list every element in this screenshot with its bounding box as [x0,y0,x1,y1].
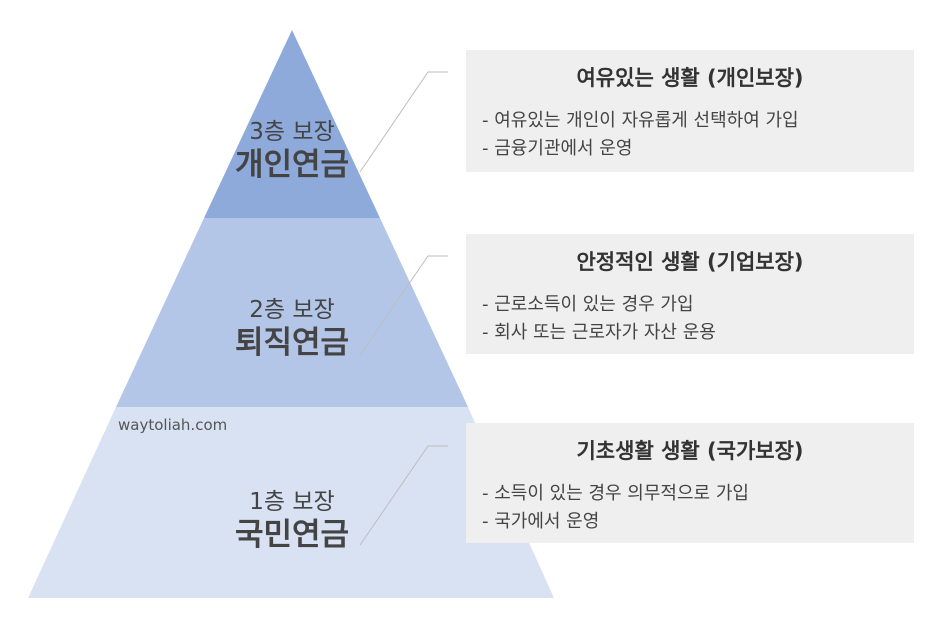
panel-tier-2-line-2: - 회사 또는 근로자가 자산 운용 [482,322,716,343]
panel-tier-1-line-1: - 소득이 있는 경우 의무적으로 가입 [482,483,749,504]
tier-3-level: 3층 보장 [249,119,335,145]
panel-tier-3-line-1: - 여유있는 개인이 자유롭게 선택하여 가입 [482,110,799,131]
panel-tier-1-line-2: - 국가에서 운영 [482,511,600,532]
tier-1-label: 1층 보장 국민연금 [192,488,392,554]
panel-tier-3-line-2: - 금융기관에서 운영 [482,138,633,159]
pyramid-tier-2-shape [116,218,468,407]
tier-2-label: 2층 보장 퇴직연금 [192,296,392,362]
connector-line-tier-3 [359,71,448,173]
panel-tier-3: 여유있는 생활 (개인보장) - 여유있는 개인이 자유롭게 선택하여 가입 -… [466,50,914,172]
pyramid-tier-3-shape [204,30,380,218]
tier-2-name: 퇴직연금 [234,325,350,361]
panel-tier-3-title: 여유있는 생활 (개인보장) [576,66,804,90]
tier-3-name: 개인연금 [234,147,350,183]
watermark: waytoliah.com [118,416,228,434]
tier-2-level: 2층 보장 [249,297,335,323]
tier-1-name: 국민연금 [234,517,350,553]
connector-line-tier-2 [359,255,448,356]
tier-1-level: 1층 보장 [249,489,335,515]
panel-tier-1-title: 기초생활 생활 (국가보장) [576,439,804,463]
panel-tier-2-title: 안정적인 생활 (기업보장) [576,250,804,274]
panel-tier-1: 기초생활 생활 (국가보장) - 소득이 있는 경우 의무적으로 가입 - 국가… [466,423,914,543]
panel-tier-2-line-1: - 근로소득이 있는 경우 가입 [482,294,694,315]
panel-tier-2: 안정적인 생활 (기업보장) - 근로소득이 있는 경우 가입 - 회사 또는 … [466,234,914,354]
tier-3-label: 3층 보장 개인연금 [192,118,392,184]
connector-line-tier-1 [359,445,448,546]
